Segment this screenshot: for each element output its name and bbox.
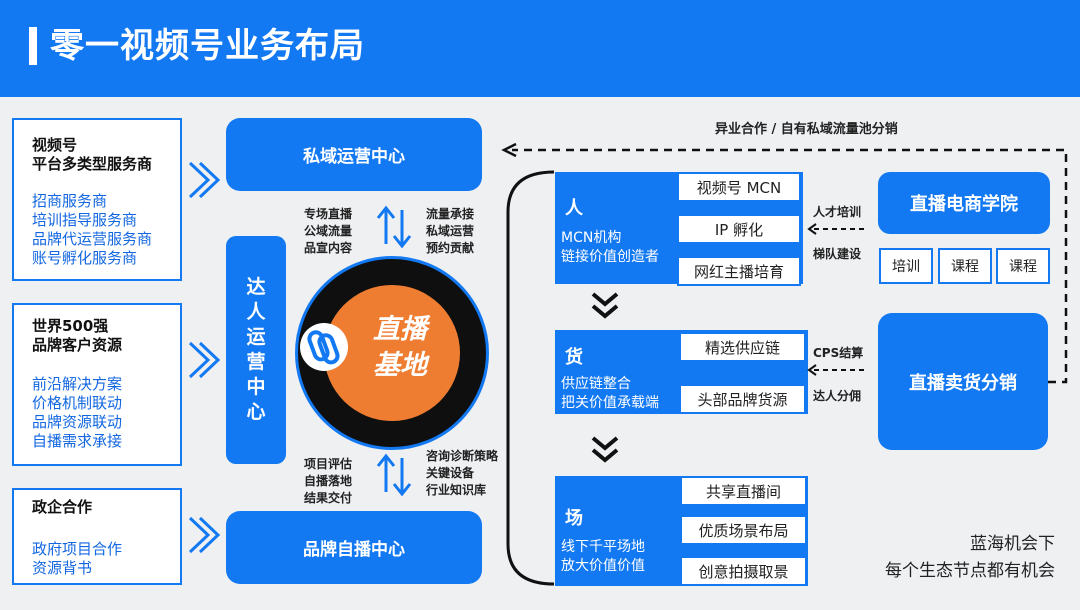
sales-label: CPS结算	[813, 346, 864, 360]
venue-item: 优质场景布局	[680, 515, 807, 545]
left-box-list: 前沿解决方案 价格机制联动 品牌资源联动 自播需求承接	[32, 375, 123, 450]
logo-badge	[300, 323, 348, 371]
people-item: IP 孵化	[677, 214, 801, 244]
header-accent-bar	[29, 27, 37, 65]
left-box-government: 政企合作 政府项目合作 资源背书	[12, 488, 182, 585]
footer-slogan: 蓝海机会下 每个生态节点都有机会	[885, 534, 1055, 581]
dashed-arrow-left	[807, 364, 864, 376]
venue-item: 共享直播间	[680, 476, 807, 506]
people-item: 网红主播培育	[677, 256, 801, 286]
talent-ops-center: 达 人 运 营 中 心	[226, 236, 286, 464]
left-box-title: 世界500强 品牌客户资源	[32, 317, 123, 354]
left-box-fortune500: 世界500强 品牌客户资源 前沿解决方案 价格机制联动 品牌资源联动 自播需求承…	[12, 303, 182, 466]
chevron-right-icon	[188, 161, 221, 199]
left-box-list: 政府项目合作 资源背书	[32, 540, 123, 577]
top-left-labels: 专场直播 公域流量 品宣内容	[304, 207, 353, 255]
chevron-down-icon	[591, 436, 619, 463]
swap-arrows-icon	[376, 453, 412, 497]
goods-item: 头部品牌货源	[679, 384, 806, 414]
page-title: 零一视频号业务布局	[50, 26, 365, 66]
left-box-platform: 视频号 平台多类型服务商 招商服务商 培训指导服务商 品牌代运营服务商 账号孵化…	[12, 118, 182, 281]
left-box-list: 招商服务商 培训指导服务商 品牌代运营服务商 账号孵化服务商	[32, 192, 153, 267]
brand-live-center: 品牌自播中心	[226, 511, 482, 584]
panel-people: 人 MCN机构 链接价值创造者	[555, 172, 675, 284]
dashed-arrow-left	[807, 223, 864, 235]
chain-link-icon	[307, 330, 340, 365]
dashed-loop-arrow	[501, 142, 1068, 384]
live-sales-distribution: 直播卖货分销	[878, 313, 1048, 450]
goods-item: 精选供应链	[679, 332, 806, 362]
venue-item: 创意拍摄取景	[680, 556, 807, 586]
chevron-right-icon	[188, 516, 221, 554]
header-banner	[0, 0, 1080, 97]
swap-arrows-icon	[376, 205, 412, 249]
top-right-labels: 流量承接 私域运营 预约贡献	[426, 207, 475, 255]
sales-label: 达人分佣	[813, 389, 862, 403]
academy-label: 人才培训	[813, 205, 862, 219]
hub-label: 直播 基地	[373, 314, 427, 381]
academy-label: 梯队建设	[813, 247, 862, 261]
bottom-left-labels: 项目评估 自播落地 结果交付	[304, 457, 353, 505]
chevron-right-icon	[188, 341, 221, 379]
people-item: 视频号 MCN	[677, 172, 801, 202]
left-box-title: 政企合作	[32, 498, 93, 516]
chevron-down-icon	[591, 292, 619, 319]
loop-label: 异业合作 / 自有私域流量池分销	[715, 122, 898, 137]
bracket-line	[506, 170, 555, 586]
live-commerce-academy: 直播电商学院	[878, 172, 1050, 234]
left-box-title: 视频号 平台多类型服务商	[32, 136, 153, 173]
academy-chip: 课程	[938, 248, 992, 284]
academy-chip: 课程	[996, 248, 1050, 284]
private-ops-center: 私域运营中心	[226, 118, 482, 191]
academy-chip: 培训	[879, 248, 933, 284]
bottom-right-labels: 咨询诊断策略 关键设备 行业知识库	[426, 449, 499, 497]
